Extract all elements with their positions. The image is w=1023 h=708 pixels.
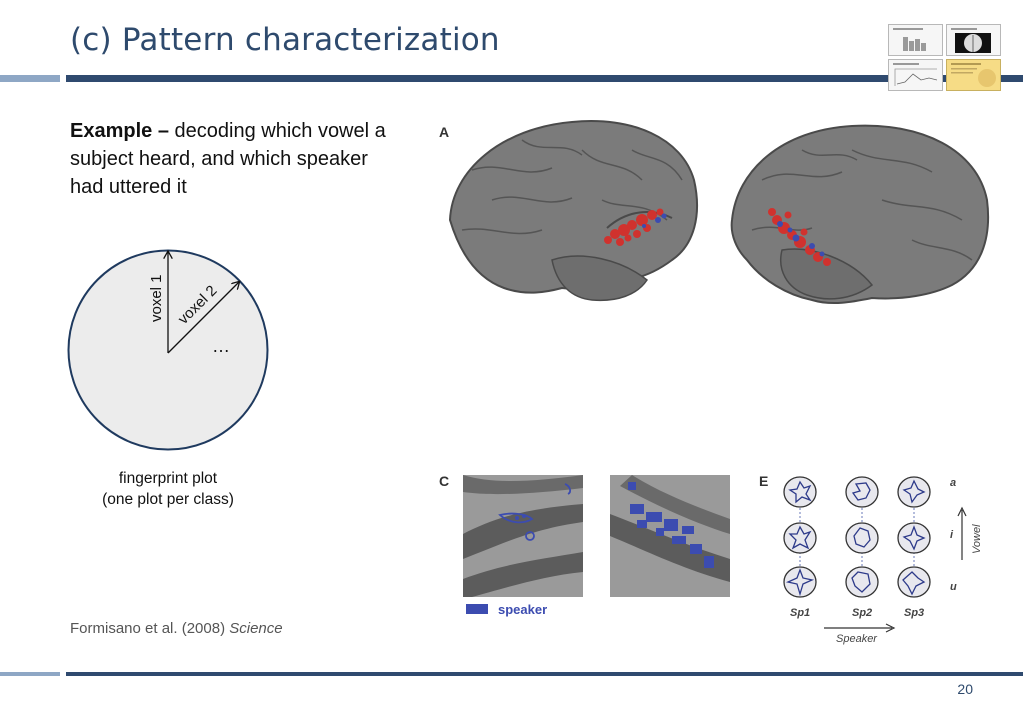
thumbnail-pattern-icon (951, 63, 996, 87)
col-label-sp3: Sp3 (904, 607, 924, 619)
thumbnail-univariate[interactable] (888, 24, 943, 56)
vowel-axis-label: Vowel (971, 524, 983, 554)
thumbnail-spatial[interactable] (946, 24, 1001, 56)
citation-authors: Formisano et al. (2008) (70, 620, 230, 637)
voxel2-arrow (167, 282, 239, 354)
title-rule-accent (0, 75, 60, 82)
panel-a-label: A (439, 124, 449, 140)
slide-title: (c) Pattern characterization (70, 22, 500, 58)
page-number: 20 (957, 681, 973, 697)
speaker-legend-label: speaker (498, 602, 547, 617)
cortex-map-left (463, 475, 583, 597)
example-text: Example – decoding which vowel a subject… (70, 117, 400, 201)
voxel1-label: voxel 1 (148, 274, 165, 322)
footer-rule (66, 672, 1023, 676)
speaker-axis-label: Speaker (836, 633, 878, 645)
speaker-arrowhead (885, 623, 896, 633)
thumbnail-curve-icon (893, 63, 938, 86)
caption-line-2: (one plot per class) (102, 491, 234, 508)
footer-rule-accent (0, 672, 60, 676)
speaker-legend-swatch (466, 604, 488, 614)
right-hemisphere-image (730, 124, 990, 305)
citation-journal: Science (229, 620, 283, 637)
title-rule (66, 75, 1023, 82)
thumbnail-brain-icon (951, 28, 991, 53)
row-label-i: i (950, 529, 954, 541)
panel-a-brains: A (439, 120, 990, 305)
example-label: Example – (70, 120, 169, 142)
cortex-map-right (610, 475, 730, 597)
section-thumbnails[interactable] (888, 24, 1003, 92)
panel-e-label: E (759, 473, 768, 489)
thumbnail-temporal[interactable] (888, 59, 943, 91)
fingerprint-plot: voxel 1 voxel 2 … (67, 249, 269, 451)
row-label-u: u (950, 581, 957, 593)
citation: Formisano et al. (2008) Science (70, 620, 283, 637)
col-label-sp1: Sp1 (790, 607, 810, 619)
panel-c-maps: C speaker (439, 473, 730, 617)
col-label-sp2: Sp2 (852, 607, 872, 619)
panel-c-label: C (439, 473, 449, 489)
row-label-a: a (950, 477, 956, 489)
caption-line-1: fingerprint plot (118, 470, 218, 487)
fingerprint-caption: fingerprint plot (one plot per class) (78, 468, 258, 510)
thumbnail-pattern-current[interactable] (946, 59, 1001, 91)
thumbnail-bars-icon (893, 28, 926, 51)
vowel-arrowhead (957, 506, 967, 517)
left-hemisphere-image (448, 120, 698, 302)
example-description: decoding which vowel a subject heard, an… (70, 120, 386, 198)
panel-e-fingerprints: E Sp1 Sp2 Sp3 a i (759, 473, 983, 645)
ellipsis-label: … (212, 336, 230, 356)
